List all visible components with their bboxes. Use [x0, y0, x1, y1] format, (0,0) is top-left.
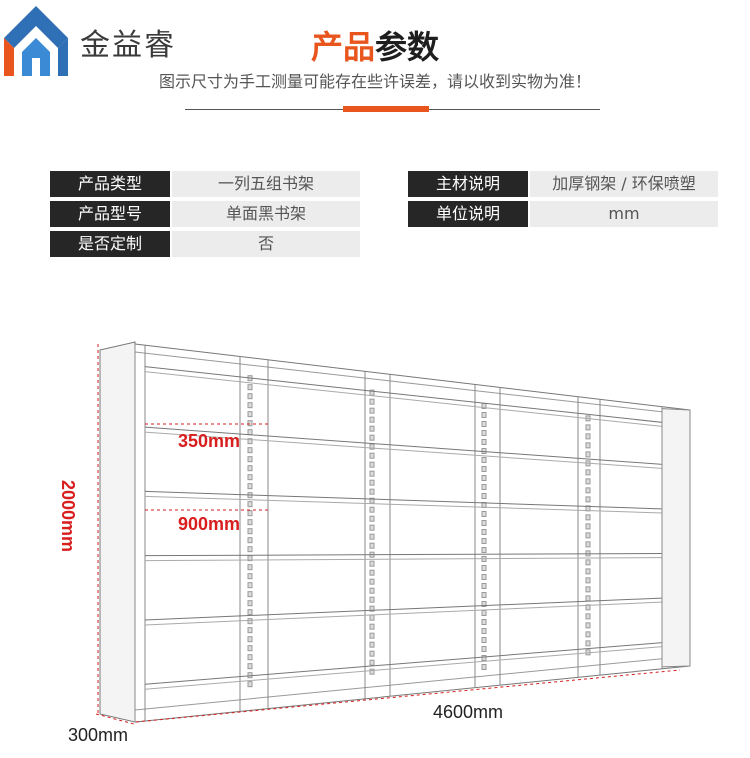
spec-row-model: 产品型号 单面黑书架 — [50, 201, 360, 227]
spec-value: mm — [530, 201, 718, 227]
spec-row-material: 主材说明 加厚钢架 / 环保喷塑 — [408, 171, 718, 197]
spec-label: 产品类型 — [50, 171, 170, 197]
title-accent: 产品 — [310, 28, 375, 66]
height-dimension-label: 2000mm — [58, 480, 78, 552]
brand-name: 金益睿 — [80, 28, 176, 63]
spec-label: 单位说明 — [408, 201, 528, 227]
title-divider-accent — [343, 106, 429, 112]
spec-value: 单面黑书架 — [172, 201, 360, 227]
bookshelf-illustration — [99, 341, 691, 723]
spec-value: 加厚钢架 / 环保喷塑 — [530, 171, 718, 197]
brand-logo-icon — [4, 6, 68, 76]
spec-label: 是否定制 — [50, 231, 170, 257]
spec-row-unit: 单位说明 mm — [408, 201, 718, 227]
page-title: 产品参数 — [0, 22, 750, 68]
spec-value: 一列五组书架 — [172, 171, 360, 197]
column-width-label: 900mm — [178, 514, 240, 534]
length-dimension-label: 4600mm — [433, 702, 503, 722]
depth-dimension-label: 300mm — [68, 725, 128, 745]
spec-value: 否 — [172, 231, 360, 257]
shelf-gap-label: 350mm — [178, 431, 240, 451]
title-rest: 参数 — [375, 28, 440, 66]
dimension-guides — [95, 344, 681, 725]
bookshelf-diagram: 2000mm 350mm 900mm 4600mm 300mm — [58, 341, 691, 745]
spec-label: 主材说明 — [408, 171, 528, 197]
measurement-note: 图示尺寸为手工测量可能存在些许误差，请以收到实物为准！ — [158, 72, 591, 91]
spec-label: 产品型号 — [50, 201, 170, 227]
spec-row-custom: 是否定制 否 — [50, 231, 360, 257]
spec-row-type: 产品类型 一列五组书架 — [50, 171, 360, 197]
